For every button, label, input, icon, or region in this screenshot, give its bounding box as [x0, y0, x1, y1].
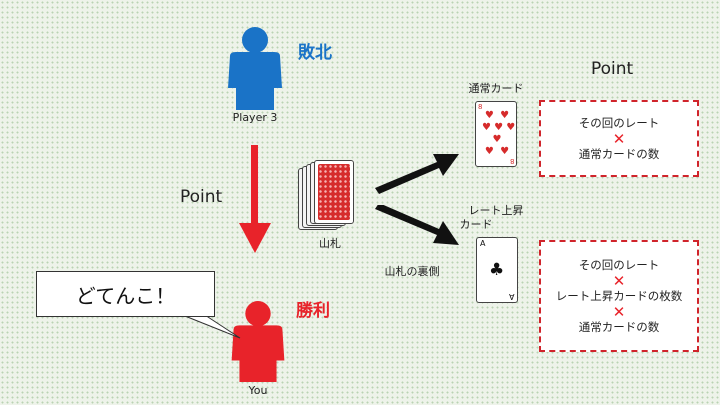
- times-icon: ✕: [612, 302, 626, 321]
- formula-term: その回のレート: [578, 115, 660, 130]
- speech-bubble: どてんこ！: [36, 271, 215, 317]
- normal-card: 8 ♥ ♥♥ ♥ ♥♥♥ ♥ 8: [475, 101, 517, 167]
- deck-stack: [298, 160, 358, 240]
- player3-figure: Player 3: [222, 26, 288, 136]
- winner-result-label: 勝利: [296, 301, 330, 321]
- deck-back-label: 山札の裏側: [384, 265, 440, 278]
- winner-figure: You: [225, 300, 291, 402]
- arrow-to-normal-card: [375, 154, 459, 194]
- player3-name: Player 3: [232, 111, 278, 124]
- card-rank: A: [480, 239, 486, 248]
- person-icon: [231, 300, 285, 382]
- formula-term: 通常カードの数: [578, 146, 660, 161]
- rate-card-point-formula: その回のレート ✕ レート上昇カードの枚数 ✕ 通常カードの数: [539, 240, 699, 352]
- card-rank-bottom: 8: [509, 157, 514, 165]
- rate-card-label-1: レート上昇: [468, 204, 524, 217]
- deck-top-card: [314, 160, 354, 224]
- card-rank: 8: [478, 103, 483, 111]
- normal-card-point-formula: その回のレート ✕ 通常カードの数: [539, 100, 699, 177]
- times-icon: ✕: [612, 271, 626, 290]
- rate-card-label-2: カード: [459, 218, 493, 231]
- card-back-pattern: [318, 164, 350, 220]
- flow-point-label: Point: [180, 187, 223, 207]
- formula-term: 通常カードの数: [578, 319, 660, 334]
- rate-card: A ♣ A: [476, 237, 518, 303]
- point-header: Point: [591, 59, 634, 79]
- formula-term: その回のレート: [578, 257, 660, 272]
- normal-card-label: 通常カード: [468, 82, 524, 95]
- winner-name: You: [248, 384, 268, 397]
- loser-result-label: 敗北: [298, 43, 332, 63]
- down-arrow: [239, 145, 271, 253]
- arrow-to-rate-card: [375, 205, 459, 245]
- club-icon: ♣: [489, 260, 505, 280]
- deck-label: 山札: [319, 237, 341, 250]
- card-rank-bottom: A: [508, 292, 514, 301]
- times-icon: ✕: [612, 129, 626, 148]
- formula-term: レート上昇カードの枚数: [555, 288, 683, 303]
- person-icon: [228, 27, 282, 110]
- heart-icon: ♥ ♥♥ ♥ ♥♥♥ ♥: [482, 110, 516, 157]
